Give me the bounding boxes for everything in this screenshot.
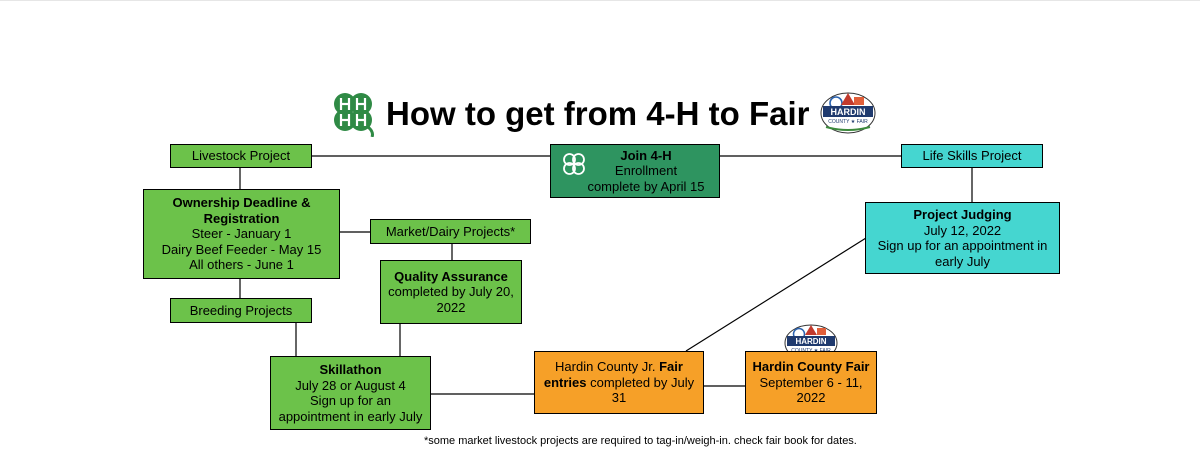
skillathon-title: Skillathon — [319, 362, 382, 377]
fair-entries-text-bold: Fair entries — [543, 359, 683, 390]
livestock-project-box: Livestock Project — [170, 144, 312, 168]
quality-assurance-box: Quality Assurance completed by July 20, … — [380, 260, 522, 324]
ownership-deadline-box: Ownership Deadline & Registration Steer … — [143, 189, 340, 279]
quality-assurance-date: completed by July 20, 2022 — [388, 284, 514, 315]
join-4h-title: Join 4-H — [620, 147, 672, 163]
fair-entries-text-start: Hardin County Jr. — [555, 359, 660, 375]
skillathon-dates: July 28 or August 4 — [295, 377, 406, 393]
4-h-clover-icon — [328, 87, 378, 142]
fair-entries-box: Hardin County Jr. Fair entries completed… — [534, 351, 704, 414]
top-border — [0, 0, 1200, 1]
footnote: *some market livestock projects are requ… — [424, 435, 857, 447]
market-dairy-projects-label: Market/Dairy Projects* — [385, 223, 516, 239]
fair-entries-text-end: completed by July 31 — [586, 374, 695, 406]
breeding-projects-label: Breeding Projects — [189, 302, 293, 318]
join-4h-clover-icon — [561, 151, 587, 181]
title-row: How to get from 4-H to Fair HARDIN COUNT… — [328, 88, 878, 140]
hardin-county-fair-box: Hardin County Fair September 6 - 11, 202… — [745, 351, 877, 414]
skillathon-signup: Sign up for an appointment in early July — [278, 393, 423, 424]
skillathon-box: Skillathon July 28 or August 4 Sign up f… — [270, 356, 431, 430]
project-judging-title: Project Judging — [913, 207, 1012, 222]
quality-assurance-title: Quality Assurance — [394, 268, 508, 284]
join-4h-deadline: complete by April 15 — [587, 178, 705, 194]
join-4h-box: Join 4-H Enrollment complete by April 15 — [550, 144, 720, 198]
ownership-all-others: All others - June 1 — [189, 257, 294, 273]
logo-hardin-text: HARDIN — [830, 107, 865, 117]
hardin-county-fair-title: Hardin County Fair — [752, 359, 870, 375]
life-skills-project-box: Life Skills Project — [901, 144, 1043, 168]
project-judging-date: July 12, 2022 — [923, 222, 1002, 238]
join-4h-enrollment: Enrollment — [614, 163, 678, 179]
small-logo-hardin-text: HARDIN — [795, 337, 826, 346]
ownership-steer: Steer - January 1 — [191, 226, 292, 242]
page-title: How to get from 4-H to Fair — [386, 95, 810, 132]
logo-county-fair-text: COUNTY ★ FAIR — [828, 119, 868, 125]
project-judging-signup: Sign up for an appointment in early July — [877, 238, 1048, 269]
market-dairy-projects-box: Market/Dairy Projects* — [370, 219, 531, 244]
livestock-project-label: Livestock Project — [191, 148, 291, 164]
breeding-projects-box: Breeding Projects — [170, 298, 312, 323]
hardin-county-fair-dates: September 6 - 11, 2022 — [759, 374, 863, 406]
connector-judging-entries — [685, 237, 867, 352]
ownership-dairy-beef: Dairy Beef Feeder - May 15 — [161, 241, 322, 257]
life-skills-project-label: Life Skills Project — [922, 148, 1022, 164]
ownership-title: Ownership Deadline & Registration — [172, 195, 311, 226]
project-judging-box: Project Judging July 12, 2022 Sign up fo… — [865, 202, 1060, 274]
hardin-county-fair-logo-icon: HARDIN COUNTY ★ FAIR — [818, 89, 878, 140]
